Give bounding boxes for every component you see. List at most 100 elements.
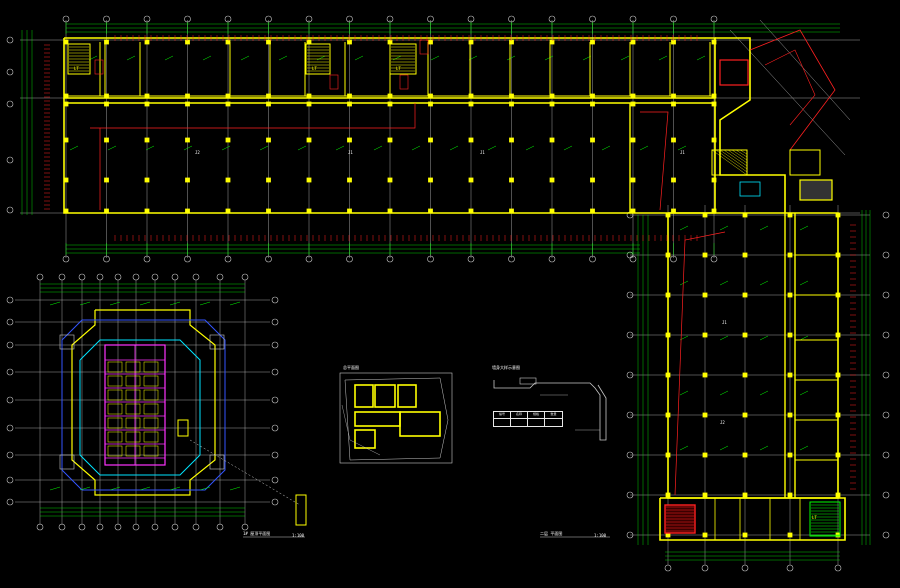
- core-cell: [125, 375, 141, 387]
- axis-bubble: [36, 273, 44, 281]
- column: [702, 212, 708, 218]
- leader-line: [145, 145, 155, 151]
- axis-bubble: [271, 498, 279, 506]
- leader-line: [719, 445, 729, 451]
- axis-bubble: [346, 255, 353, 263]
- column: [590, 177, 595, 183]
- column: [671, 93, 676, 99]
- column: [590, 137, 595, 143]
- column: [509, 93, 514, 99]
- column: [266, 208, 271, 214]
- column: [468, 39, 474, 45]
- axis-bubble: [882, 251, 890, 259]
- leader-line: [679, 225, 689, 231]
- room-label: J1: [348, 150, 353, 155]
- axis-bubble: [6, 318, 14, 326]
- column: [742, 292, 748, 298]
- column: [306, 101, 312, 107]
- leader-line: [139, 486, 151, 491]
- column: [225, 137, 231, 143]
- fixture-layer: [44, 35, 856, 532]
- axis-bubble: [6, 451, 14, 459]
- column: [665, 492, 671, 498]
- column: [428, 208, 433, 214]
- column: [671, 101, 676, 107]
- column: [787, 292, 793, 298]
- column: [702, 332, 708, 338]
- core-cell: [125, 361, 141, 373]
- site-boundary: [344, 377, 449, 461]
- column: [509, 39, 514, 45]
- leader-line: [506, 55, 516, 61]
- column: [225, 93, 231, 99]
- axis-bubble: [58, 523, 66, 531]
- leader-line: [278, 55, 288, 61]
- column: [742, 212, 748, 218]
- column: [835, 332, 841, 338]
- axis-bubble: [271, 396, 279, 404]
- section-detail: [493, 377, 610, 538]
- leader-line: [335, 145, 345, 151]
- core-cell: [107, 389, 123, 401]
- leader-line: [373, 145, 383, 151]
- axis-bubble: [882, 411, 890, 419]
- column: [144, 101, 150, 107]
- column: [306, 93, 312, 99]
- leader-line: [544, 55, 554, 61]
- column: [742, 332, 748, 338]
- axis-bubble: [710, 255, 718, 263]
- column: [835, 212, 841, 218]
- column: [742, 372, 748, 378]
- column: [711, 39, 717, 45]
- axis-line: [729, 29, 846, 156]
- column: [306, 208, 312, 214]
- table-cell: [511, 419, 528, 426]
- axis-bubble: [6, 396, 14, 404]
- core-cell: [107, 431, 123, 443]
- column: [63, 137, 69, 143]
- site-building: [354, 429, 376, 449]
- stair-tread: [719, 149, 748, 170]
- axis-line: [759, 19, 851, 121]
- site-building: [374, 384, 396, 408]
- axis-bubble: [6, 476, 14, 484]
- axis-bubble: [882, 531, 890, 539]
- axis-bubble: [6, 498, 14, 506]
- leader-line: [799, 225, 809, 231]
- column: [630, 101, 636, 107]
- axis-bubble: [36, 523, 44, 531]
- column: [787, 212, 793, 218]
- column: [63, 39, 69, 45]
- leader-line: [799, 335, 809, 341]
- leader-line: [759, 280, 769, 286]
- tower-plan-scale: 1:100: [292, 533, 305, 538]
- column: [266, 101, 271, 107]
- column: [63, 208, 69, 214]
- column: [63, 101, 69, 107]
- leader-line: [392, 55, 402, 61]
- leader-line: [679, 445, 689, 451]
- core-cell: [125, 403, 141, 415]
- column: [225, 39, 231, 45]
- axis-bubble: [271, 296, 279, 304]
- room-label: J2: [720, 420, 725, 425]
- axis-bubble: [96, 273, 104, 281]
- column: [509, 137, 514, 143]
- axis-bubble: [882, 331, 890, 339]
- axis-bubble: [626, 491, 634, 499]
- column: [347, 137, 352, 143]
- axis-bubble: [241, 523, 249, 531]
- leader-line: [229, 301, 241, 306]
- column: [104, 39, 109, 45]
- column: [630, 208, 636, 214]
- leader-line: [799, 280, 809, 286]
- axis-bubble: [834, 564, 842, 572]
- stair-label: LT: [312, 66, 317, 71]
- column: [787, 452, 793, 458]
- stair: [389, 43, 417, 75]
- core-cell: [143, 431, 159, 443]
- axis-bubble: [882, 491, 890, 499]
- column: [671, 137, 676, 143]
- room-label: J1: [722, 320, 727, 325]
- fixture: [329, 74, 339, 90]
